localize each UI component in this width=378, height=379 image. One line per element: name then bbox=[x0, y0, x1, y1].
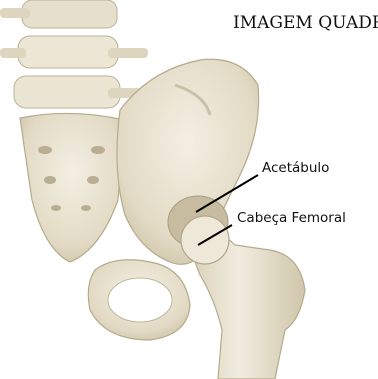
sacrum bbox=[20, 113, 125, 262]
femoral-head-label: Cabeça Femoral bbox=[237, 210, 346, 226]
acetabulum-label: Acetábulo bbox=[262, 160, 329, 176]
page-title: IMAGEM QUADRIL bbox=[233, 13, 378, 33]
lumbar-spine bbox=[0, 0, 148, 108]
